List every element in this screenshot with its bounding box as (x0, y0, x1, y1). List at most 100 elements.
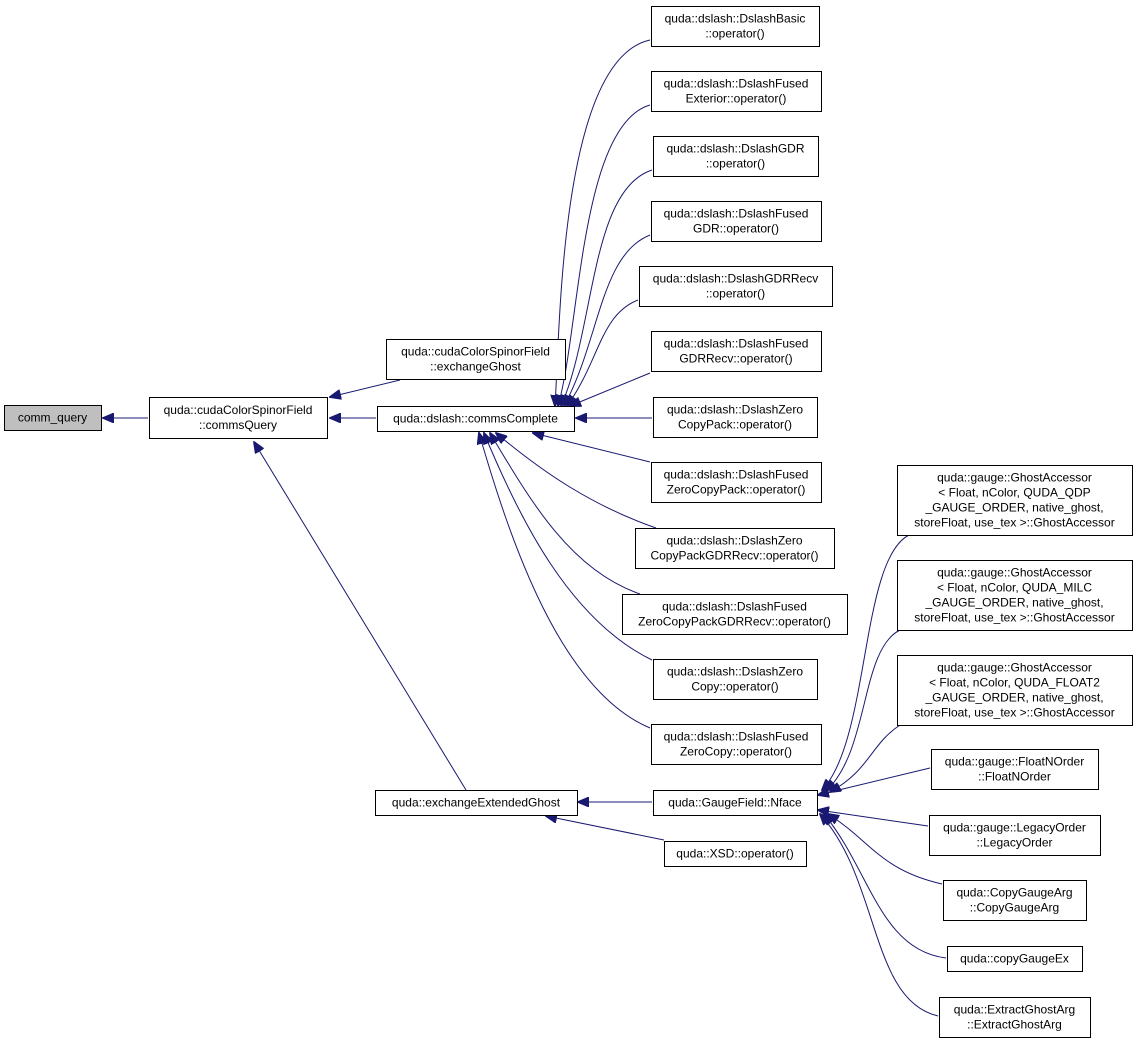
node-label-line: ::operator() (706, 157, 765, 171)
node-label-line: < Float, nColor, QUDA_QDP (938, 486, 1090, 500)
edge-ghostAccessorFLOAT2-to-gaugeFieldNface (830, 724, 901, 792)
node-label-line: quda::GaugeField::Nface (668, 796, 802, 810)
node-floatNOrder[interactable]: quda::gauge::FloatNOrder::FloatNOrder (931, 749, 1099, 790)
node-label-line: _GAUGE_ORDER, native_ghost, (924, 596, 1103, 610)
edge-ghostAccessorQDP-to-gaugeFieldNface (822, 534, 910, 790)
node-label-line: quda::CopyGaugeArg (956, 886, 1072, 900)
node-dslashFusedZeroCopy[interactable]: quda::dslash::DslashFusedZeroCopy::opera… (651, 724, 822, 765)
node-label-line: CopyPack::operator() (678, 418, 792, 432)
edge-floatNOrder-to-gaugeFieldNface (818, 767, 931, 795)
node-label-line: < Float, nColor, QUDA_FLOAT2 (929, 676, 1100, 690)
node-dslashZeroCopyPack[interactable]: quda::dslash::DslashZeroCopyPack::operat… (653, 397, 818, 438)
node-label-line: quda::dslash::DslashGDR (666, 142, 804, 156)
node-label-line: quda::dslash::DslashFused (664, 468, 809, 482)
node-label-line: quda::gauge::GhostAccessor (937, 471, 1092, 485)
node-label-line: ::operator() (706, 287, 765, 301)
node-copyGaugeArg[interactable]: quda::CopyGaugeArg::CopyGaugeArg (943, 880, 1087, 921)
node-label-line: ::commsQuery (199, 418, 277, 432)
node-extractGhostArg[interactable]: quda::ExtractGhostArg::ExtractGhostArg (939, 997, 1091, 1038)
node-label-line: _GAUGE_ORDER, native_ghost, (924, 691, 1103, 705)
edge-dslashZeroCopyPackGDRRecv-to-commsComplete (496, 433, 657, 529)
node-label-line: quda::exchangeExtendedGhost (392, 796, 561, 810)
node-ghostAccessorQDP[interactable]: quda::gauge::GhostAccessor< Float, nColo… (897, 465, 1133, 536)
edge-dslashFusedZeroCopyPack-to-commsComplete (533, 433, 651, 463)
edge-copyGaugeArg-to-gaugeFieldNface (828, 814, 943, 885)
node-label-line: quda::dslash::DslashZero (667, 403, 803, 417)
node-label-line: quda::gauge::GhostAccessor (937, 566, 1092, 580)
node-label-line: quda::XSD::operator() (676, 847, 793, 861)
node-dslashGDRRecv[interactable]: quda::dslash::DslashGDRRecv::operator() (639, 266, 833, 307)
node-ghostAccessorFLOAT2[interactable]: quda::gauge::GhostAccessor< Float, nColo… (897, 655, 1133, 726)
node-label-line: quda::dslash::DslashBasic (665, 12, 806, 26)
node-label-line: quda::dslash::DslashFused (664, 207, 809, 221)
edge-dslashGDRRecv-to-commsComplete (567, 299, 639, 406)
node-label-line: comm_query (18, 411, 87, 425)
edge-dslashFusedExterior-to-commsComplete (558, 104, 651, 406)
edge-dslashZeroCopy-to-commsComplete (484, 433, 653, 661)
node-label-line: quda::dslash::DslashFused (664, 730, 809, 744)
node-label-line: quda::dslash::DslashZero (667, 665, 803, 679)
node-label-line: quda::gauge::GhostAccessor (937, 661, 1092, 675)
edge-dslashFusedGDR-to-commsComplete (564, 234, 651, 406)
node-commsQuery[interactable]: quda::cudaColorSpinorField::commsQuery (149, 397, 328, 439)
node-label-line: quda::copyGaugeEx (960, 952, 1069, 966)
node-exchangeGhost[interactable]: quda::cudaColorSpinorField::exchangeGhos… (386, 339, 566, 380)
node-label-line: quda::dslash::DslashFused (664, 77, 809, 91)
node-label-line: ::CopyGaugeArg (970, 901, 1059, 915)
node-label-line: ::FloatNOrder (978, 770, 1051, 784)
node-gaugeFieldNface[interactable]: quda::GaugeField::Nface (653, 790, 818, 816)
edge-legacyOrder-to-gaugeFieldNface (818, 810, 929, 827)
edge-dslashFusedZeroCopyPackGDRRecv-to-commsComplete (490, 433, 641, 595)
node-label-line: ::operator() (705, 27, 764, 41)
edges (103, 39, 947, 1017)
node-exchangeExtendedGhost[interactable]: quda::exchangeExtendedGhost (375, 790, 578, 816)
node-label-line: CopyPackGDRRecv::operator() (650, 549, 818, 563)
edge-dslashFusedZeroCopy-to-commsComplete (479, 433, 651, 729)
node-dslashZeroCopyPackGDRRecv[interactable]: quda::dslash::DslashZeroCopyPackGDRRecv:… (635, 528, 835, 569)
node-label-line: quda::cudaColorSpinorField (401, 345, 550, 359)
node-label-line: ::ExtractGhostArg (967, 1018, 1062, 1032)
node-dslashFusedZeroCopyPackGDRRecv[interactable]: quda::dslash::DslashFusedZeroCopyPackGDR… (622, 594, 848, 635)
edge-dslashBasic-to-commsComplete (555, 39, 651, 406)
node-label-line: storeFloat, use_tex >::GhostAccessor (914, 516, 1114, 530)
node-dslashBasic[interactable]: quda::dslash::DslashBasic::operator() (651, 6, 820, 47)
node-dslashFusedZeroCopyPack[interactable]: quda::dslash::DslashFusedZeroCopyPack::o… (651, 462, 822, 503)
node-label-line: Exterior::operator() (686, 92, 787, 106)
node-dslashFusedExterior[interactable]: quda::dslash::DslashFusedExterior::opera… (651, 71, 822, 112)
node-label-line: quda::dslash::DslashZero (666, 534, 802, 548)
node-label-line: storeFloat, use_tex >::GhostAccessor (914, 706, 1114, 720)
edge-dslashGDR-to-commsComplete (561, 169, 653, 406)
edge-copyGaugeEx-to-gaugeFieldNface (824, 814, 947, 959)
node-label-line: quda::dslash::commsComplete (393, 412, 558, 426)
node-label-line: ::LegacyOrder (976, 836, 1052, 850)
node-dslashGDR[interactable]: quda::dslash::DslashGDR::operator() (653, 136, 819, 177)
node-label-line: GDRRecv::operator() (679, 352, 792, 366)
node-xsdOperator[interactable]: quda::XSD::operator() (664, 841, 807, 867)
node-label-line: ZeroCopyPackGDRRecv::operator() (638, 615, 831, 629)
node-copyGaugeEx[interactable]: quda::copyGaugeEx (947, 946, 1083, 972)
node-legacyOrder[interactable]: quda::gauge::LegacyOrder::LegacyOrder (929, 815, 1101, 856)
edge-exchangeExtendedGhost-to-commsQuery (254, 442, 467, 791)
node-ghostAccessorMILC[interactable]: quda::gauge::GhostAccessor< Float, nColo… (897, 560, 1133, 631)
node-label-line: quda::ExtractGhostArg (954, 1003, 1075, 1017)
node-label-line: quda::gauge::FloatNOrder (945, 755, 1084, 769)
node-label-line: Copy::operator() (691, 680, 778, 694)
node-comm-query: comm_query (4, 405, 102, 431)
node-label-line: ZeroCopyPack::operator() (667, 483, 806, 497)
nodes: comm_query quda::cudaColorSpinorField::c… (4, 6, 1133, 1038)
node-label-line: _GAUGE_ORDER, native_ghost, (924, 501, 1103, 515)
node-label-line: ::exchangeGhost (430, 360, 521, 374)
edge-extractGhostArg-to-gaugeFieldNface (820, 814, 939, 1017)
node-label-line: quda::dslash::DslashGDRRecv (653, 272, 818, 286)
node-commsComplete[interactable]: quda::dslash::commsComplete (377, 406, 575, 432)
node-dslashFusedGDRRecv[interactable]: quda::dslash::DslashFusedGDRRecv::operat… (651, 331, 822, 372)
node-label-line: quda::dslash::DslashFused (664, 337, 809, 351)
node-label-line: quda::dslash::DslashFused (662, 600, 807, 614)
edge-xsdOperator-to-exchangeExtendedGhost (546, 816, 665, 841)
node-label-line: < Float, nColor, QUDA_MILC (937, 581, 1092, 595)
edge-dslashFusedGDRRecv-to-commsComplete (570, 372, 651, 406)
node-label-line: ZeroCopy::operator() (680, 745, 792, 759)
